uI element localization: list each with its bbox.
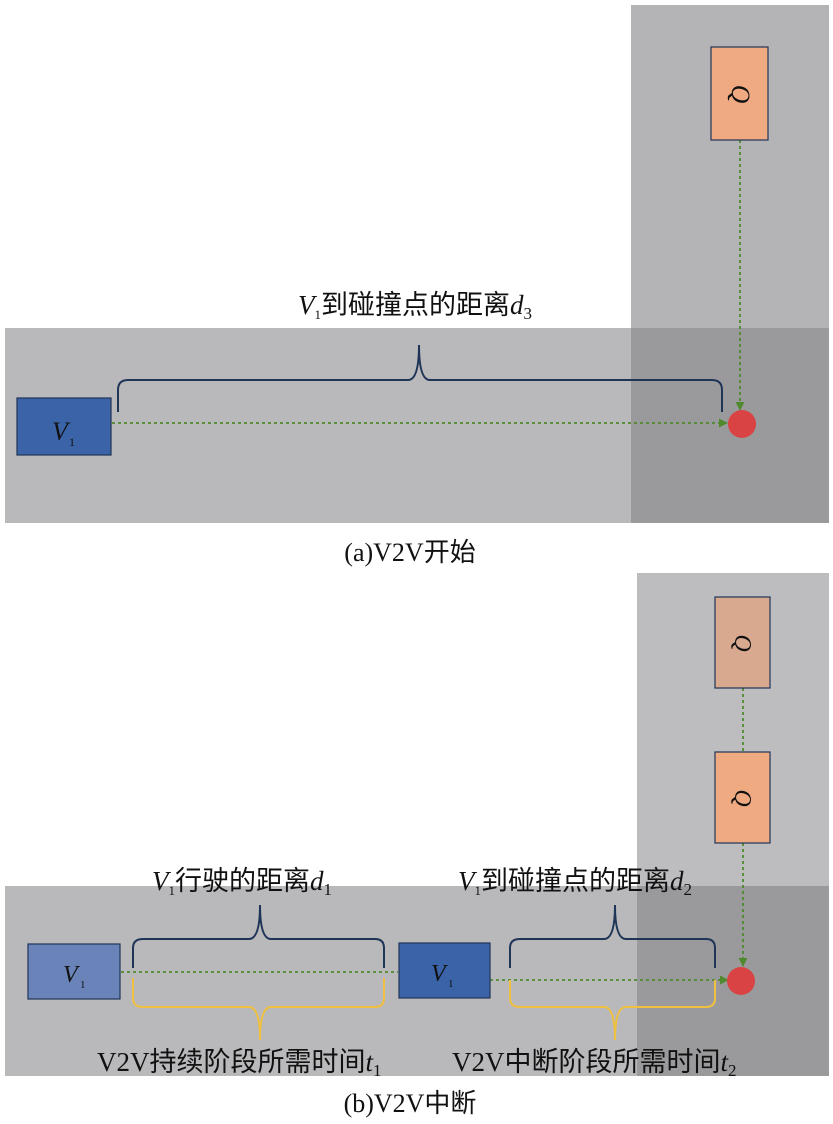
brace-t1 (132, 978, 385, 1041)
brace-t2 (509, 980, 716, 1041)
brace-d3 (117, 344, 723, 412)
vehicle-v1-mid-b-letter: V (431, 961, 448, 987)
vehicle-q-a-letter: Q (726, 85, 755, 104)
vehicle-q-mid-b (714, 751, 771, 844)
vehicle-v1-start-b-letter: V (63, 962, 80, 988)
caption-a: (a)V2V开始 (344, 538, 475, 567)
distance-label-d2: V1到碰撞点的距离d2 (458, 866, 692, 899)
vehicle-q-start-b (714, 596, 771, 689)
vehicle-v1-mid-b (398, 942, 491, 999)
vehicle-q-a (710, 46, 769, 141)
vehicle-v1-a-sub: 1 (69, 435, 75, 449)
time-label-t2: V2V中断阶段所需时间t2 (452, 1047, 737, 1080)
time-label-t1: V2V持续阶段所需时间t1 (97, 1047, 382, 1080)
vehicle-v1-a-letter: V (52, 417, 71, 446)
vehicle-q-start-b-letter: Q (729, 634, 755, 651)
vehicle-v1-start-b-sub: 1 (80, 979, 86, 991)
distance-label-d3: V1到碰撞点的距离d3 (298, 290, 532, 323)
collision-point-a (728, 410, 756, 438)
distance-label-d1: V1行驶的距离d1 (152, 866, 332, 899)
collision-point-b (727, 967, 755, 995)
brace-d2 (509, 904, 716, 968)
caption-b: (b)V2V中断 (344, 1089, 477, 1118)
vehicle-v1-mid-b-sub: 1 (448, 978, 454, 990)
vehicle-v1-a (16, 397, 112, 456)
brace-d1 (132, 904, 385, 968)
panel-a: V 1 Q V1到碰撞点的距离d3 (a)V2V开始 (5, 5, 829, 567)
panel-b: V 1 V 1 Q Q V1行驶的距离d1 V1到碰撞点的距离d2 V2V持续阶… (5, 573, 829, 1118)
vehicle-v1-start-b (27, 943, 121, 1000)
vehicle-q-mid-b-letter: Q (729, 789, 755, 806)
